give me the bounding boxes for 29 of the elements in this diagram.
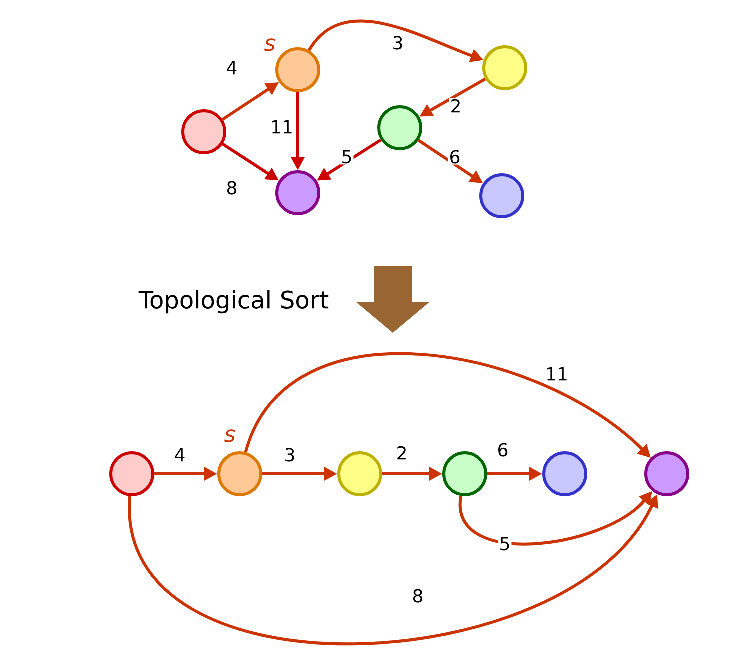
vertex-circle <box>218 452 262 496</box>
edge-label: 3 <box>391 35 405 51</box>
edge-label: 6 <box>448 149 462 165</box>
edge-label: 8 <box>411 588 425 604</box>
edge-label: 8 <box>225 180 239 196</box>
edge-label: 4 <box>173 447 187 463</box>
vertex-circle <box>378 106 422 150</box>
vertex-circle <box>442 452 488 496</box>
edge-label: 3 <box>283 447 297 463</box>
edge-label: 11 <box>544 366 570 382</box>
edge-label: 6 <box>496 442 510 458</box>
vertex-circle <box>480 174 524 218</box>
vertex-circle <box>110 452 154 496</box>
vertex-circle <box>542 452 588 496</box>
vertex-circle <box>276 48 320 92</box>
vertex-circle <box>482 46 528 90</box>
edge-label: 11 <box>270 119 294 135</box>
source-label: s <box>264 38 276 52</box>
vertex-circle <box>338 452 382 496</box>
vertex-circle <box>276 170 320 216</box>
source-label: s <box>224 430 236 442</box>
edge-label: 2 <box>395 445 409 461</box>
step-label: Topological Sort <box>138 290 329 314</box>
vertex-circle <box>182 110 226 154</box>
vertex-circle <box>644 452 690 496</box>
edge-label: 4 <box>225 60 239 76</box>
edge-label: 5 <box>498 536 512 552</box>
edge-label: 5 <box>340 149 354 165</box>
edge-label: 2 <box>449 98 463 114</box>
